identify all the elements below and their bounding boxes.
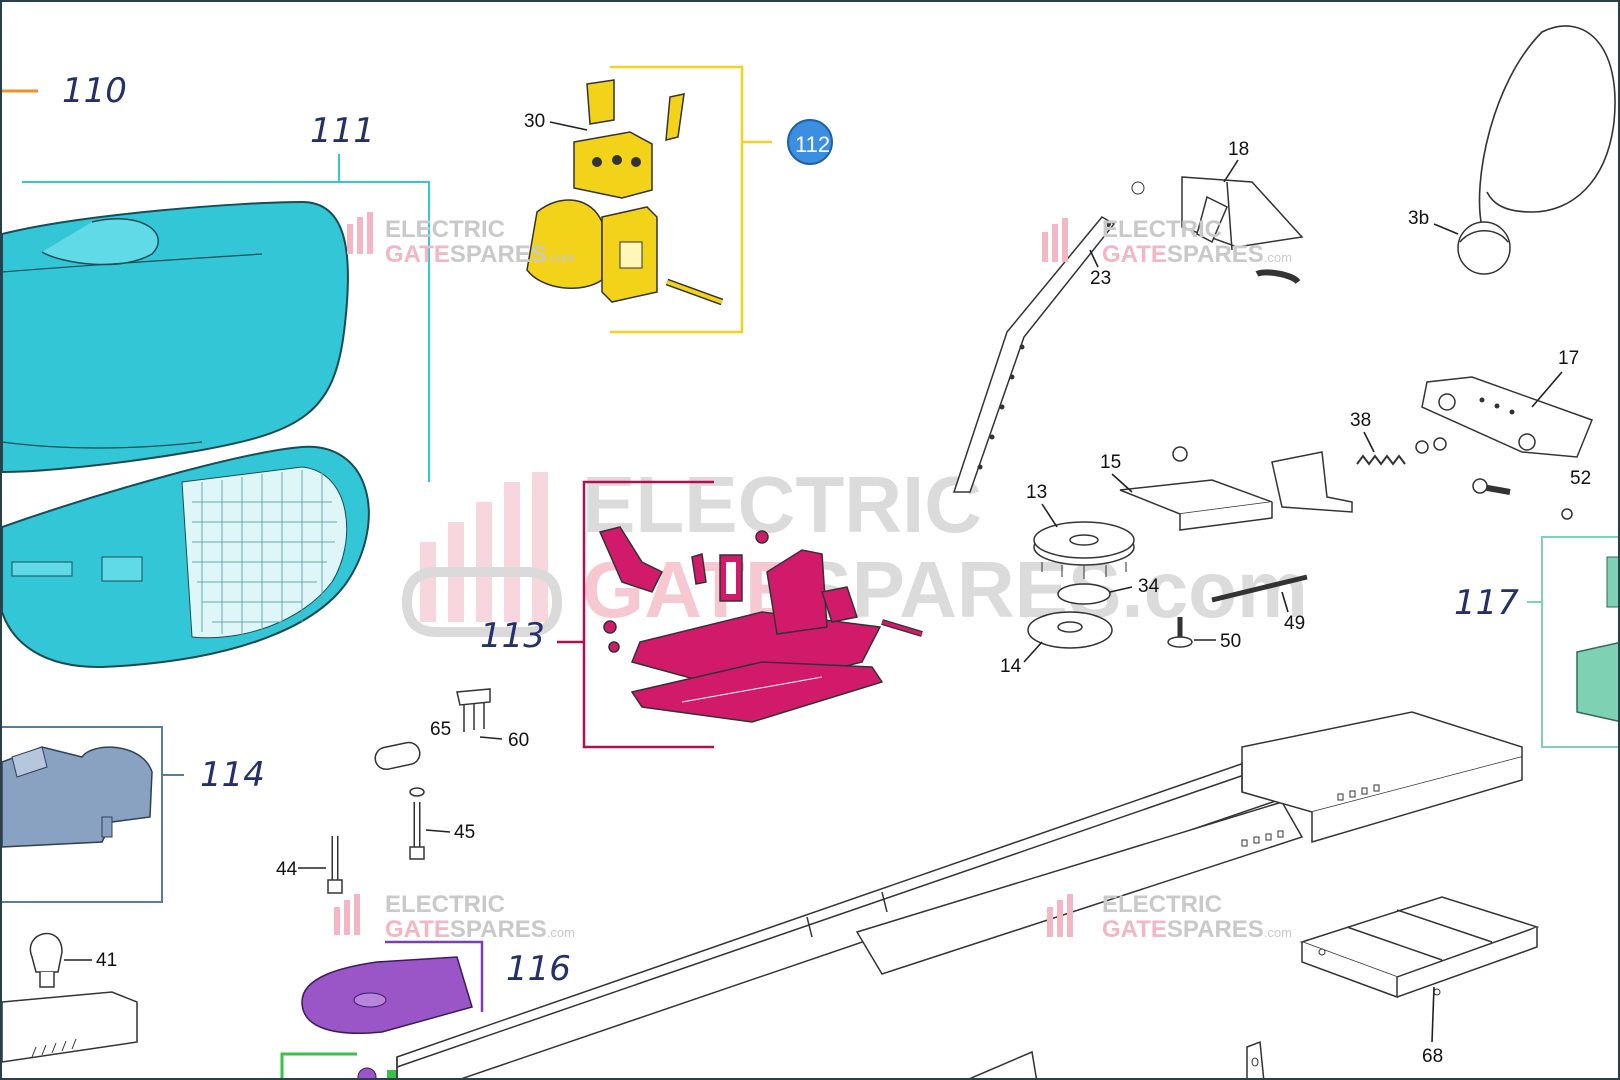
part-label-30: 30	[524, 111, 545, 132]
watermark-small-4: ELECTRIC GATESPARES.com	[1047, 891, 1292, 943]
bracket-60	[456, 688, 503, 740]
part-23-leader	[1089, 249, 1099, 268]
group-111-leader	[22, 154, 430, 482]
watermark-small-2: ELECTRIC GATESPARES.com	[1042, 216, 1292, 268]
watermark-small-3: ELECTRIC GATESPARES.com	[334, 891, 575, 943]
green-leader	[280, 1052, 357, 1078]
bolt-52	[1472, 478, 1573, 520]
carriage-assembly	[598, 526, 923, 723]
part-30-leader	[549, 121, 588, 131]
part-label-13: 13	[1026, 482, 1047, 503]
part-label-49: 49	[1284, 613, 1305, 634]
group-label-113: 113	[480, 616, 545, 656]
motor-assembly	[2, 746, 153, 848]
wall-bracket-18	[1131, 176, 1304, 285]
washer-34	[1057, 583, 1111, 605]
bracket-68	[1299, 896, 1540, 999]
part-label-52: 52	[1570, 468, 1591, 489]
part-label-38: 38	[1350, 410, 1371, 431]
part-label-3b: 3b	[1408, 208, 1429, 229]
part-15-leader	[1111, 473, 1133, 493]
group-114-leader	[2, 726, 184, 903]
watermark-small-1: ELECTRIC GATESPARES.com	[347, 212, 575, 268]
release-cord-3b	[1457, 25, 1616, 275]
watermark-small-1-line1: ELECTRIC	[385, 216, 505, 243]
arm-23	[952, 216, 1116, 493]
part-label-50: 50	[1220, 631, 1241, 652]
watermark-small-4-line2: GATESPARES.com	[1102, 916, 1292, 943]
group-label-110: 110	[62, 71, 127, 111]
group-label-116: 116	[506, 949, 571, 989]
watermark-small-3-line2: GATESPARES.com	[385, 916, 575, 943]
part-label-15: 15	[1100, 452, 1121, 473]
plate-15	[1119, 446, 1273, 531]
bolt-45	[409, 787, 425, 860]
watermark-small-2-line1: ELECTRIC	[1102, 216, 1222, 243]
group-117-leader	[1527, 536, 1618, 748]
pin-49	[1211, 574, 1308, 603]
part-label-18: 18	[1228, 139, 1249, 160]
part-label-41: 41	[96, 950, 117, 971]
watermark-small-4-line1: ELECTRIC	[1102, 891, 1222, 918]
watermark-small-3-line1: ELECTRIC	[385, 891, 505, 918]
part-45-leader	[425, 829, 451, 833]
watermark-large-line2: GATESPARES.com	[582, 545, 1308, 634]
part-3b-leader	[1433, 223, 1459, 235]
part-13-leader	[1041, 503, 1058, 528]
group-label-112: 112	[795, 132, 830, 157]
group-label-117: 117	[1454, 583, 1519, 623]
group-116-leader	[385, 940, 484, 1012]
group-112-badge	[787, 119, 833, 165]
plate-116	[301, 956, 473, 1034]
watermark-large-line1: ELECTRIC	[582, 460, 982, 549]
part-18-leader	[1223, 159, 1239, 183]
part-label-65: 65	[430, 719, 451, 740]
part-label-44: 44	[276, 859, 298, 880]
group-112-leader	[610, 65, 772, 334]
part-68-leader	[1431, 986, 1435, 1043]
lamp-41	[2, 932, 138, 1063]
bolt-50	[1167, 617, 1193, 648]
part-label-60: 60	[508, 730, 529, 751]
part-label-68: 68	[1422, 1046, 1443, 1067]
group-label-114: 114	[200, 755, 265, 795]
part-38-leader	[1363, 431, 1375, 453]
cover-assembly	[2, 200, 370, 669]
part-17-leader	[1531, 371, 1563, 408]
part-label-23: 23	[1090, 268, 1111, 289]
control-board	[526, 79, 724, 306]
spring-38	[1271, 437, 1447, 513]
rail	[396, 711, 1523, 1078]
part-label-17: 17	[1558, 348, 1579, 369]
part-label-45: 45	[454, 822, 475, 843]
part-14-leader	[1023, 641, 1043, 663]
part-34-leader	[1109, 586, 1133, 593]
group-label-111: 111	[310, 111, 375, 151]
pulley-13	[1033, 521, 1135, 579]
bolt-44	[327, 836, 343, 894]
door-bracket-17	[1421, 376, 1593, 458]
trolley-117	[1576, 642, 1618, 722]
part-label-14: 14	[1000, 656, 1022, 677]
group-113-leader	[557, 480, 714, 749]
part-label-34: 34	[1138, 576, 1160, 597]
part-49-leader	[1281, 591, 1289, 613]
watermark-small-2-line2: GATESPARES.com	[1102, 241, 1292, 268]
roller-65	[374, 741, 421, 771]
watermark-small-1-line2: GATESPARES.com	[385, 241, 575, 268]
